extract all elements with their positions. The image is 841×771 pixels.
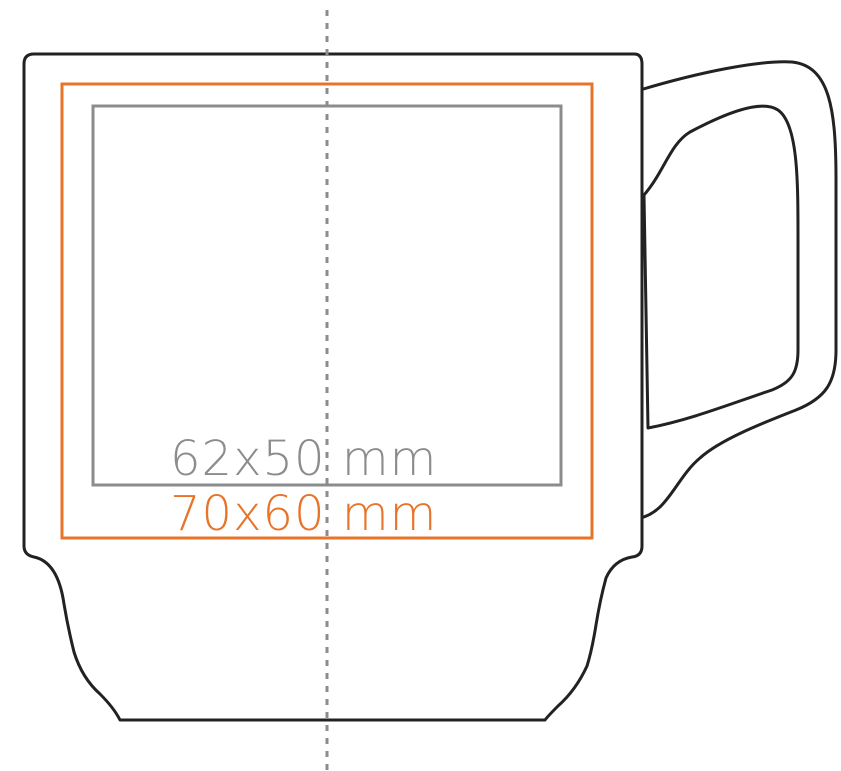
mug-handle [638,60,838,520]
inner-area-dimension-label: 62x50 mm [170,431,437,487]
outer-area-dimension-label: 70x60 mm [170,486,437,542]
outer-print-area [60,82,594,540]
mug-body-outline [22,52,644,722]
mug-handle-inner [642,104,800,430]
